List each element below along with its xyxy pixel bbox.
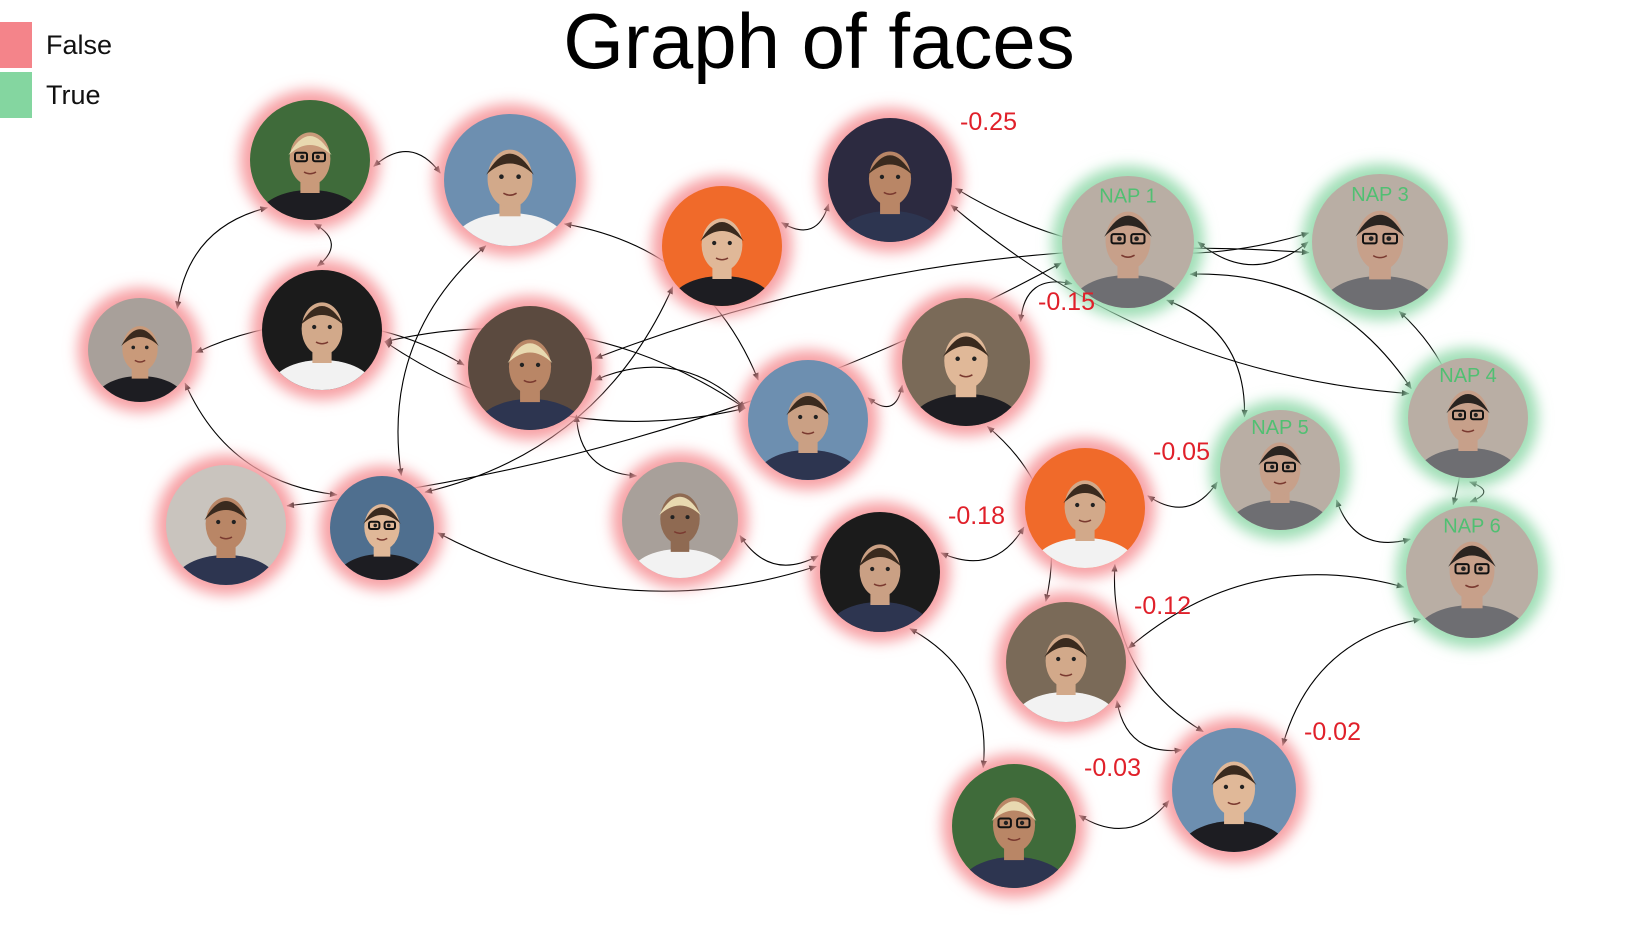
node-score-label: -0.02 (1304, 718, 1361, 746)
face-node-n2[interactable] (434, 104, 586, 272)
face-photo (748, 360, 868, 480)
face-photo (622, 462, 738, 578)
edge-n1-n2 (373, 151, 441, 174)
face-node-n8[interactable] (252, 260, 392, 414)
legend-item-true: True (0, 70, 112, 120)
face-photo (1312, 174, 1448, 310)
legend-swatch-false (0, 22, 32, 68)
node-tag: NAP 1 (1099, 185, 1156, 207)
node-score-label: -0.18 (948, 502, 1005, 530)
face-photo (88, 298, 192, 402)
edge-n11-n5 (1189, 270, 1412, 390)
node-score-label: -0.12 (1134, 592, 1191, 620)
edge-n22-n19 (1281, 617, 1422, 747)
node-tag: NAP 3 (1351, 184, 1408, 206)
face-photo (330, 476, 434, 580)
face-node-n10[interactable]: -0.15 (892, 288, 1095, 452)
face-node-n5[interactable]: NAP 1 (1052, 166, 1204, 334)
face-node-n16[interactable] (320, 466, 444, 601)
edge-n1-n8 (313, 223, 332, 267)
node-tag: NAP 6 (1443, 515, 1500, 537)
face-node-n15[interactable] (156, 455, 296, 609)
face-photo (262, 270, 382, 390)
face-node-n12[interactable] (738, 350, 878, 504)
face-photo (1406, 506, 1538, 638)
node-score-label: -0.05 (1153, 438, 1210, 466)
edge-n13-n14 (1147, 481, 1218, 508)
node-score-label: -0.15 (1038, 288, 1095, 316)
face-photo (828, 118, 952, 242)
edge-n1-n7 (175, 206, 269, 310)
edge-n20-n22 (1115, 700, 1183, 754)
face-node-n11[interactable]: NAP 4 (1398, 348, 1538, 502)
face-photo (820, 512, 940, 632)
face-photo (166, 465, 286, 585)
node-score-label: -0.25 (960, 108, 1017, 136)
face-photo (1408, 358, 1528, 478)
legend-label-false: False (46, 29, 113, 60)
edge-n5-n6 (1197, 241, 1309, 266)
edge-n18-n16 (437, 532, 817, 592)
face-node-n19[interactable]: NAP 6 (1396, 496, 1548, 664)
face-photo (1062, 176, 1194, 308)
face-node-n3[interactable]: -0.25 (818, 108, 1017, 267)
graph-title: Graph of faces (563, 0, 1075, 85)
edge-n9-n12 (594, 366, 746, 409)
edge-n5-n13 (1166, 299, 1248, 418)
face-node-n21[interactable]: -0.03 (942, 754, 1141, 913)
face-node-n18[interactable]: -0.18 (810, 502, 1005, 656)
edge-n21-n22 (1078, 800, 1170, 829)
face-node-n17[interactable] (612, 452, 748, 601)
face-node-n1[interactable] (240, 90, 380, 244)
edge-n13-n19 (1335, 499, 1411, 544)
face-node-n9[interactable] (458, 296, 602, 455)
legend: False True (0, 20, 112, 120)
face-node-n4[interactable] (652, 176, 792, 330)
node-tag: NAP 5 (1251, 417, 1308, 439)
face-node-n6[interactable]: NAP 3 (1302, 164, 1458, 337)
edge-n18-n21 (909, 628, 987, 769)
face-photo (1006, 602, 1126, 722)
face-photo (952, 764, 1076, 888)
face-node-n7[interactable] (78, 288, 202, 423)
face-node-n22[interactable]: -0.02 (1162, 718, 1361, 877)
face-photo (1025, 448, 1145, 568)
face-photo (444, 114, 576, 246)
face-node-n13[interactable]: NAP 5 (1210, 400, 1350, 554)
face-node-n14[interactable]: -0.05 (1015, 438, 1210, 592)
face-photo (468, 306, 592, 430)
node-score-label: -0.03 (1084, 754, 1141, 782)
legend-label-true: True (46, 79, 101, 110)
face-photo (1172, 728, 1296, 852)
edge-n18-n14 (940, 526, 1025, 562)
edge-n17-n18 (739, 534, 819, 566)
face-photo (662, 186, 782, 306)
face-photo (1220, 410, 1340, 530)
face-photo (902, 298, 1030, 426)
legend-swatch-true (0, 72, 32, 118)
face-node-n20[interactable]: -0.12 (996, 592, 1191, 746)
face-photo (250, 100, 370, 220)
legend-item-false: False (0, 20, 112, 70)
node-tag: NAP 4 (1439, 365, 1496, 387)
